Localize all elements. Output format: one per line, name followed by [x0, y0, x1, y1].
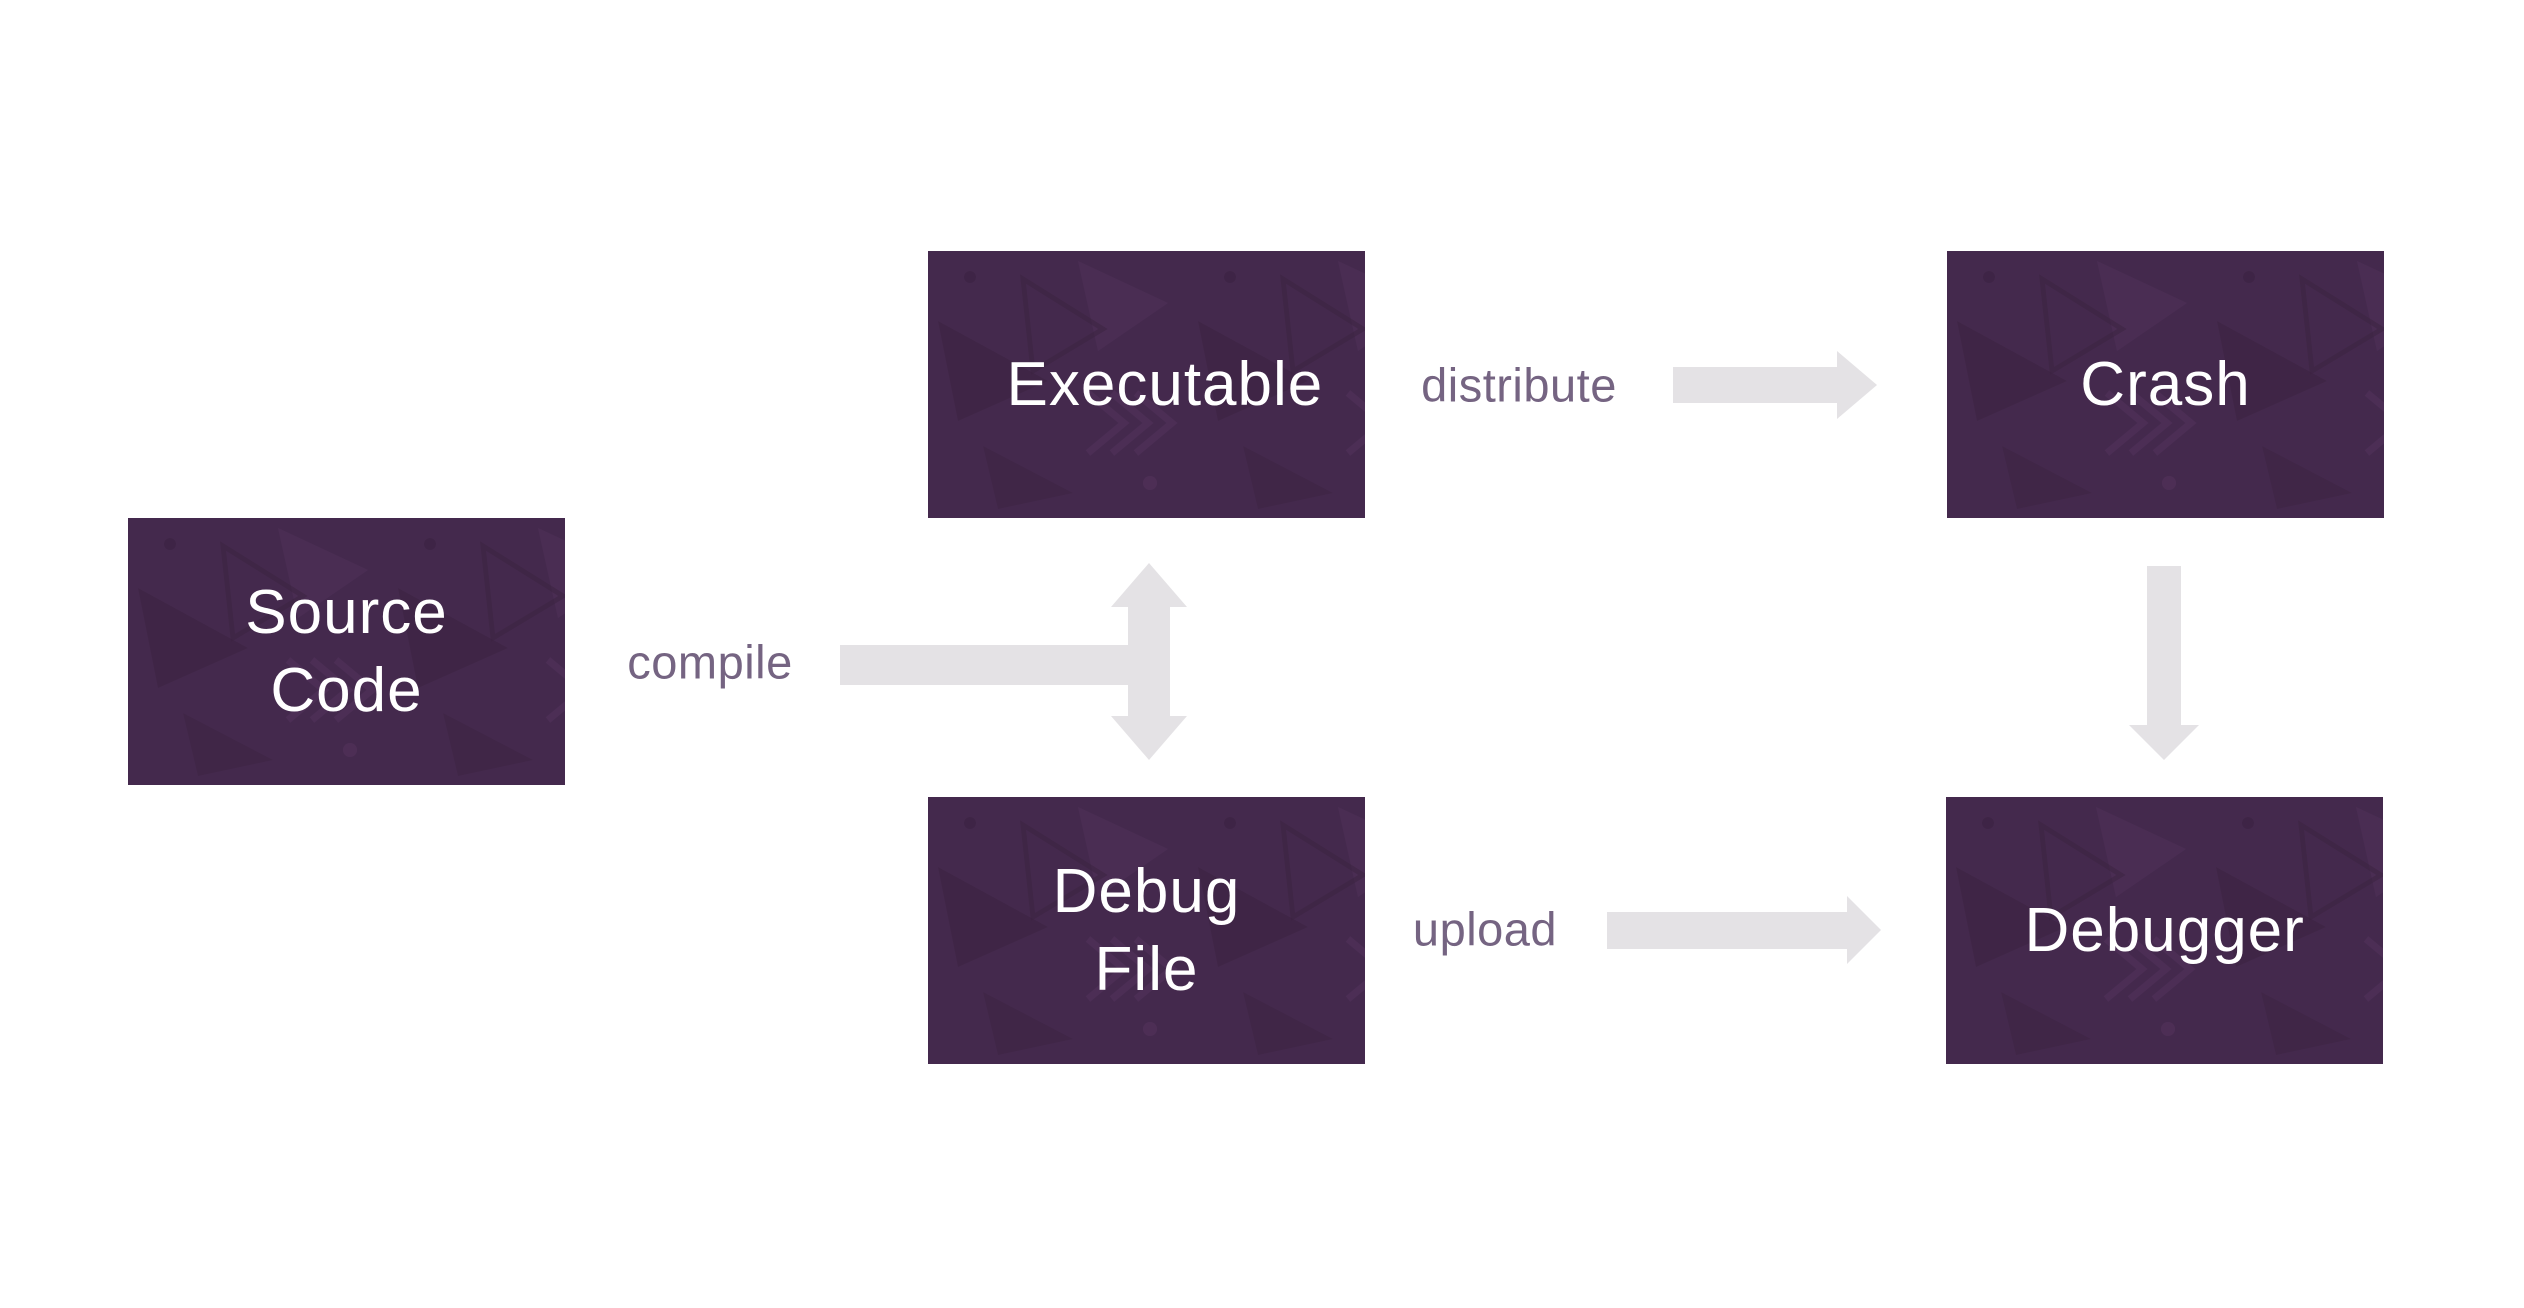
crash-to-debugger-arrow	[2129, 566, 2199, 760]
node-crash: Crash	[1947, 251, 2384, 518]
node-debug-file: Debug File	[928, 797, 1365, 1064]
node-debugger-label: Debugger	[2024, 895, 2305, 965]
node-crash-label: Crash	[2080, 349, 2251, 419]
node-source-code: Source Code	[128, 518, 565, 785]
node-texture	[128, 518, 565, 785]
node-debug-file-label: Debug File	[1052, 856, 1241, 1004]
node-texture	[928, 251, 1365, 518]
node-source-code-label: Source Code	[245, 577, 448, 725]
node-debugger: Debugger	[1946, 797, 2383, 1064]
node-texture	[1947, 251, 2384, 518]
edge-label-upload: upload	[1412, 902, 1558, 956]
edge-label-compile: compile	[627, 635, 793, 689]
node-executable-label: Executable	[1006, 349, 1324, 419]
node-executable: Executable	[928, 251, 1365, 518]
compile-arrow	[840, 563, 1187, 760]
node-texture	[1946, 797, 2383, 1064]
edge-label-distribute: distribute	[1421, 358, 1617, 412]
upload-arrow	[1607, 896, 1881, 964]
node-texture	[928, 797, 1365, 1064]
distribute-arrow	[1673, 351, 1877, 419]
